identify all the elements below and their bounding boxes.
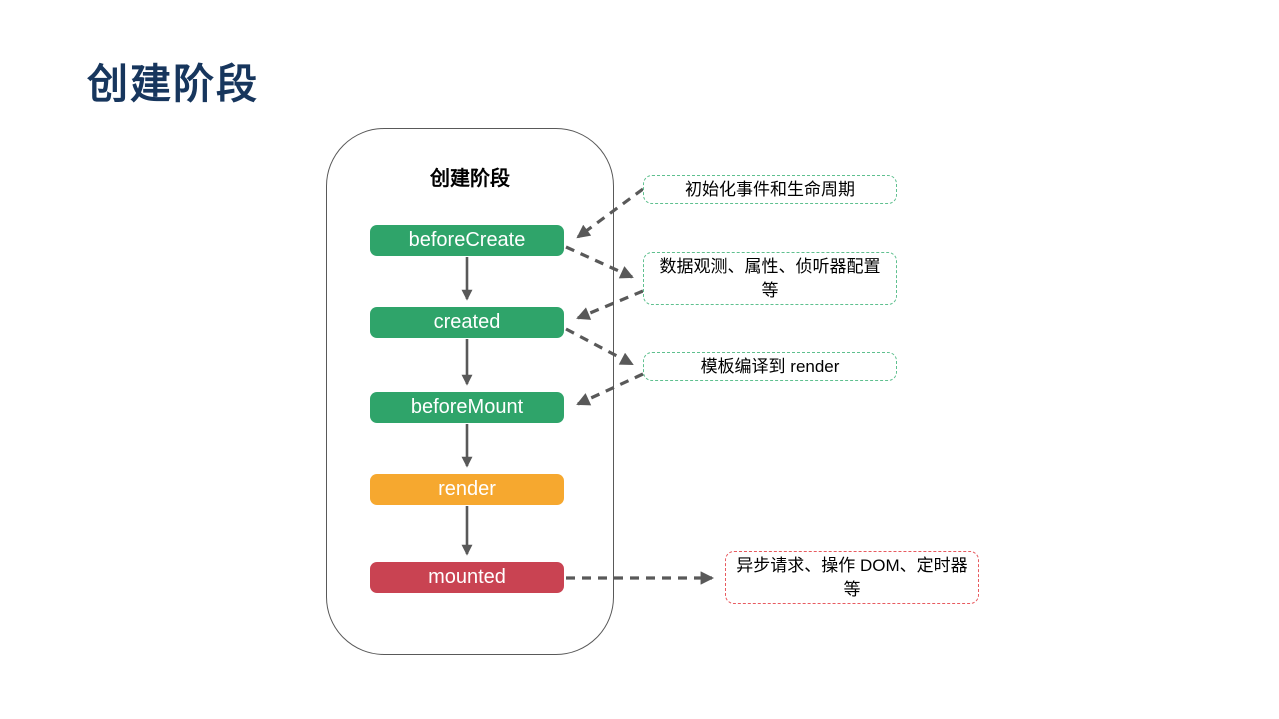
phase-container-title: 创建阶段: [430, 168, 510, 190]
node-created-label: created: [433, 311, 501, 333]
page-title: 创建阶段: [87, 61, 259, 107]
annotation-data-observe-label: 数据观测、属性、侦听器配置等: [659, 256, 881, 300]
annotation-init-events-label: 初始化事件和生命周期: [685, 179, 855, 199]
annotation-init-events: 初始化事件和生命周期: [643, 175, 897, 204]
node-beforecreate-label: beforeCreate: [408, 229, 526, 251]
node-mounted-label: mounted: [428, 566, 506, 588]
node-render-label: render: [438, 478, 496, 500]
node-render: render: [370, 474, 564, 505]
annotation-async-requests-label: 异步请求、操作 DOM、定时器等: [736, 555, 968, 599]
annotation-template-compile: 模板编译到 render: [643, 352, 897, 381]
node-beforemount: beforeMount: [370, 392, 564, 423]
annotation-async-requests: 异步请求、操作 DOM、定时器等: [725, 551, 979, 604]
annotation-data-observe: 数据观测、属性、侦听器配置等: [643, 252, 897, 305]
node-created: created: [370, 307, 564, 338]
node-beforecreate: beforeCreate: [370, 225, 564, 256]
node-beforemount-label: beforeMount: [410, 396, 524, 418]
node-mounted: mounted: [370, 562, 564, 593]
annotation-template-compile-label: 模板编译到 render: [700, 356, 840, 376]
